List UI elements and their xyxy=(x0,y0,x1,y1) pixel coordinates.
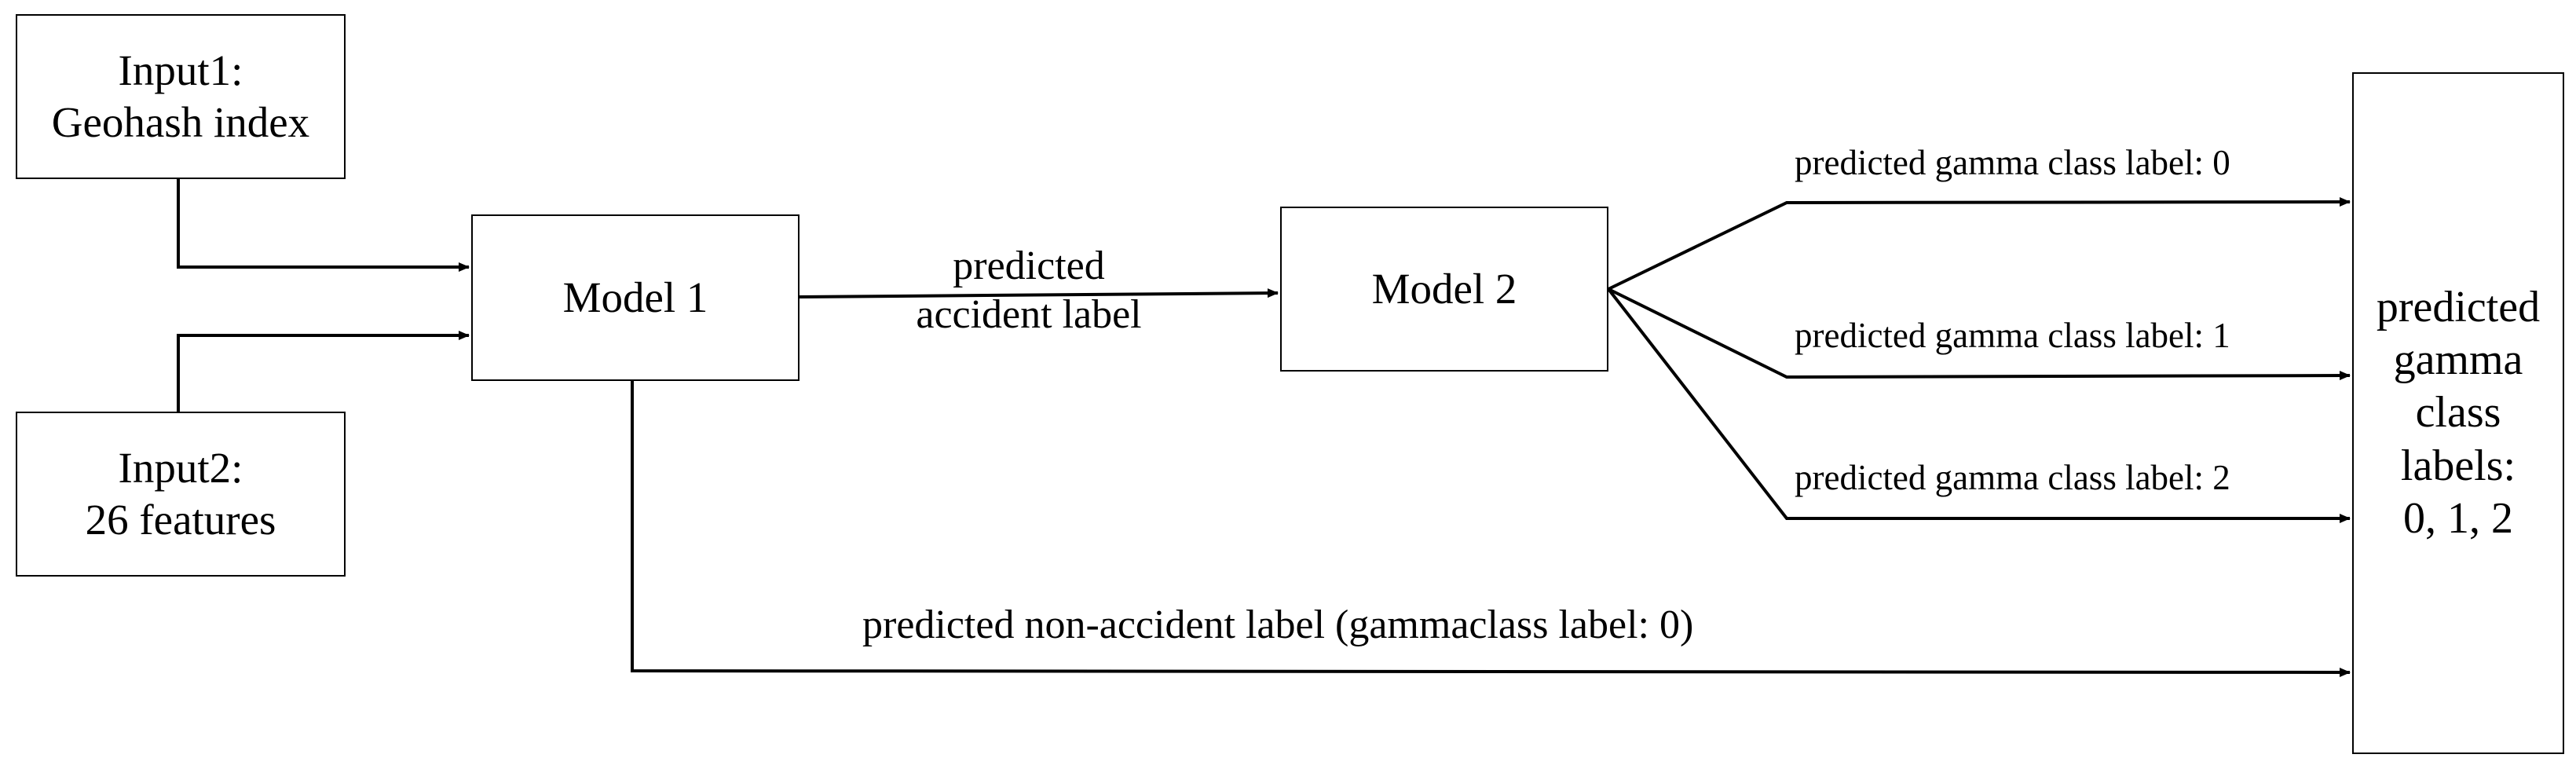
input2-description: 26 features xyxy=(85,496,276,544)
input2-node: Input2: 26 features xyxy=(16,412,346,577)
edge-model1-to-model2 xyxy=(799,288,1279,298)
model1-label: Model 1 xyxy=(562,273,708,321)
input1-node: Input1: Geohash index xyxy=(16,14,346,179)
output-line-4: labels: xyxy=(2400,441,2516,490)
edge-label-gamma-2: predicted gamma class label: 2 xyxy=(1795,458,2230,497)
edge-model2-to-output-2 xyxy=(1607,287,2351,523)
output-line-1: predicted xyxy=(2376,283,2541,332)
edge-label-non-accident: predicted non-accident label (gammaclass… xyxy=(862,602,1694,647)
input2-title: Input2: xyxy=(118,444,243,492)
edge-label-accident-line-2: accident label xyxy=(916,292,1142,338)
output-node: predicted gamma class labels: 0, 1, 2 xyxy=(2352,72,2564,754)
edge-label-accident-line-1: predicted xyxy=(953,244,1105,288)
edge-input2-to-model1 xyxy=(177,331,470,412)
edge-label-accident: predicted accident label xyxy=(856,242,1202,340)
edge-model2-to-output-0 xyxy=(1608,197,2351,291)
edge-label-gamma-1: predicted gamma class label: 1 xyxy=(1795,316,2230,355)
input1-title: Input1: xyxy=(118,46,243,94)
model1-node: Model 1 xyxy=(471,214,800,381)
edge-model1-to-output xyxy=(631,381,2351,677)
model2-node: Model 2 xyxy=(1280,207,1608,372)
output-line-5: 0, 1, 2 xyxy=(2403,493,2513,543)
edge-label-gamma-0: predicted gamma class label: 0 xyxy=(1795,143,2230,182)
output-line-2: gamma xyxy=(2393,335,2523,385)
input1-description: Geohash index xyxy=(51,98,310,146)
edge-input1-to-model1 xyxy=(177,179,470,272)
model2-label: Model 2 xyxy=(1371,265,1517,313)
output-line-3: class xyxy=(2415,388,2501,438)
edge-model2-to-output-1 xyxy=(1608,287,2351,381)
